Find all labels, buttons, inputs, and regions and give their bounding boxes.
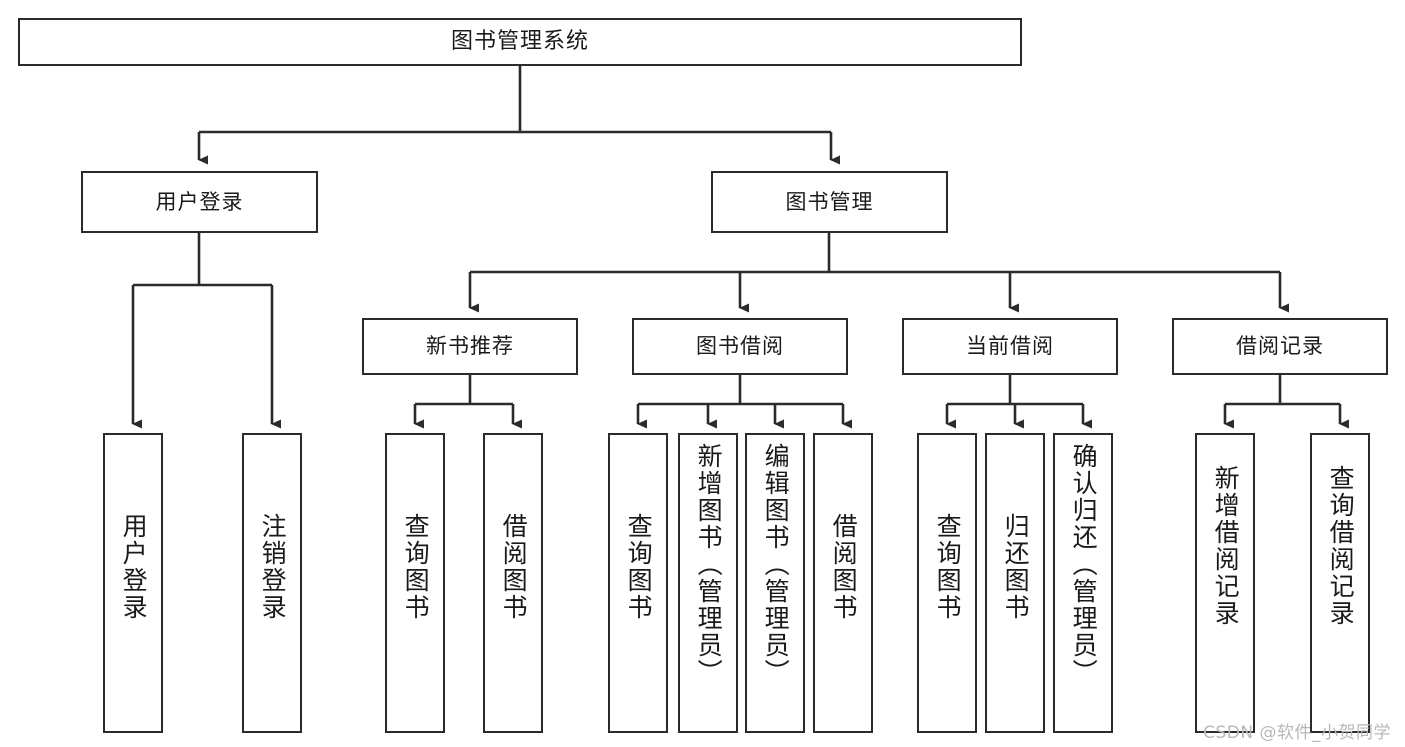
node-label: 图书管理系统 (450, 29, 589, 55)
leaf-confirm-return-admin[interactable]: 确认归还（管理员） (1053, 433, 1113, 733)
leaf-add-borrow-record[interactable]: 新增借阅记录 (1195, 433, 1255, 733)
node-label: 归还图书 (1001, 513, 1031, 621)
node-borrow-record[interactable]: 借阅记录 (1172, 318, 1388, 375)
node-label: 新增借阅记录 (1211, 465, 1241, 627)
leaf-add-book-admin[interactable]: 新增图书（管理员） (678, 433, 738, 733)
node-label: 借阅图书 (499, 513, 529, 621)
leaf-return-book[interactable]: 归还图书 (985, 433, 1045, 733)
node-label: 编辑图书（管理员） (761, 443, 791, 686)
leaf-user-login[interactable]: 用户登录 (103, 433, 163, 733)
node-label: 注销登录 (258, 513, 288, 621)
node-label: 当前借阅 (966, 334, 1054, 359)
node-book-borrow[interactable]: 图书借阅 (632, 318, 848, 375)
leaf-query-book-new[interactable]: 查询图书 (385, 433, 445, 733)
node-root-system[interactable]: 图书管理系统 (18, 18, 1022, 66)
node-label: 查询图书 (933, 513, 963, 621)
node-label: 图书借阅 (696, 334, 784, 359)
node-label: 确认归还（管理员） (1069, 443, 1099, 686)
leaf-borrow-book[interactable]: 借阅图书 (813, 433, 873, 733)
node-label: 用户登录 (119, 513, 149, 621)
node-user-login[interactable]: 用户登录 (81, 171, 318, 233)
node-label: 借阅记录 (1236, 334, 1324, 359)
leaf-query-borrow-record[interactable]: 查询借阅记录 (1310, 433, 1370, 733)
node-label: 查询图书 (401, 513, 431, 621)
node-new-book-recommend[interactable]: 新书推荐 (362, 318, 578, 375)
node-label: 图书管理 (785, 189, 874, 214)
leaf-query-book-borrow[interactable]: 查询图书 (608, 433, 668, 733)
leaf-query-book-current[interactable]: 查询图书 (917, 433, 977, 733)
leaf-borrow-book-new[interactable]: 借阅图书 (483, 433, 543, 733)
node-book-management[interactable]: 图书管理 (711, 171, 948, 233)
node-label: 借阅图书 (829, 513, 859, 621)
node-label: 新增图书（管理员） (694, 443, 724, 686)
node-label: 查询图书 (624, 513, 654, 621)
node-label: 用户登录 (155, 189, 244, 214)
node-current-borrow[interactable]: 当前借阅 (902, 318, 1118, 375)
leaf-edit-book-admin[interactable]: 编辑图书（管理员） (745, 433, 805, 733)
node-label: 新书推荐 (426, 334, 514, 359)
node-label: 查询借阅记录 (1326, 465, 1356, 627)
leaf-user-logout[interactable]: 注销登录 (242, 433, 302, 733)
